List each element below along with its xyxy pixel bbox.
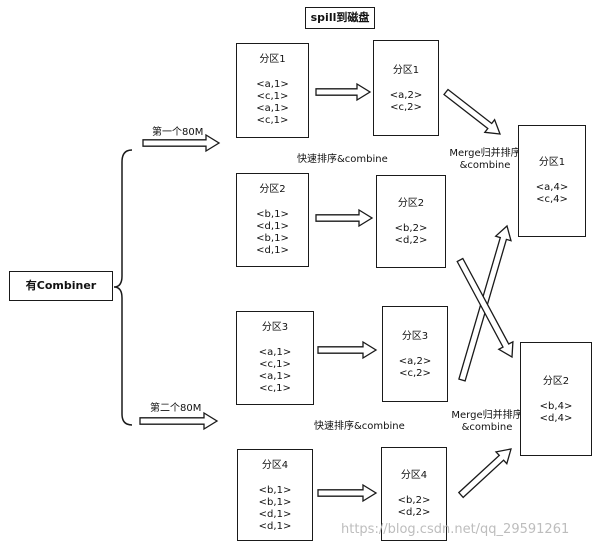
kv-item: <c,4>	[536, 194, 568, 205]
partition-combined-2: 分区2 <b,2> <d,2>	[376, 175, 446, 268]
kv-item: <c,1>	[256, 91, 289, 102]
partition-title: 分区4	[261, 460, 289, 471]
partition-title: 分区1	[392, 65, 420, 76]
kv-item: <c,1>	[259, 359, 291, 370]
kv-item: <d,1>	[258, 521, 292, 532]
kv-item: <c,1>	[259, 383, 291, 394]
kv-item: <d,4>	[539, 413, 573, 424]
partition-merged-1: 分区1 <a,4> <c,4>	[518, 125, 586, 237]
kv-item: <c,2>	[399, 368, 431, 379]
partition-initial-2: 分区2 <b,1> <d,1> <b,1> <d,1>	[236, 173, 309, 267]
arrow-sort-4	[317, 483, 378, 503]
kv-item: <a,1>	[256, 79, 289, 90]
kv-item: <b,1>	[256, 209, 289, 220]
kv-item: <b,4>	[539, 401, 573, 412]
kv-item: <a,2>	[398, 356, 432, 367]
kv-item: <d,1>	[258, 509, 292, 520]
watermark: https://blog.csdn.net/qq_29591261	[341, 522, 570, 537]
kv-item: <c,2>	[390, 102, 422, 113]
kv-item: <a,1>	[258, 347, 292, 358]
kv-item: <d,2>	[394, 235, 428, 246]
partition-initial-1: 分区1 <a,1> <c,1> <a,1> <c,1>	[236, 43, 309, 138]
sort-label-1: 快速排序&combine	[297, 154, 388, 165]
split-label-2: 第二个80M	[150, 403, 202, 414]
partition-title: 分区2	[397, 198, 425, 209]
partition-combined-4: 分区4 <b,2> <d,2>	[381, 447, 447, 541]
root-node: 有Combiner	[9, 271, 113, 301]
merge-label-2-line1: Merge归并排序	[451, 410, 523, 421]
partition-title: 分区3	[261, 322, 289, 333]
kv-item: <b,1>	[258, 497, 292, 508]
arrow-merge-2-2	[456, 257, 514, 359]
kv-item: <b,1>	[258, 485, 292, 496]
kv-item: <b,1>	[256, 233, 289, 244]
kv-item: <a,2>	[389, 90, 423, 101]
kv-item: <a,1>	[256, 103, 289, 114]
merge-label-2: Merge归并排序 &combine	[446, 410, 528, 434]
partition-title: 分区4	[400, 470, 428, 481]
split-label-1: 第一个80M	[152, 127, 204, 138]
kv-item: <d,1>	[256, 245, 289, 256]
kv-item: <a,4>	[535, 182, 569, 193]
merge-label-1: Merge归并排序 &combine	[444, 148, 526, 172]
kv-item: <c,1>	[256, 115, 289, 126]
partition-initial-4: 分区4 <b,1> <b,1> <d,1> <d,1>	[237, 449, 313, 541]
partition-combined-1: 分区1 <a,2> <c,2>	[373, 40, 439, 136]
partition-title: 分区3	[401, 331, 429, 342]
kv-item: <a,1>	[258, 371, 292, 382]
partition-merged-2: 分区2 <b,4> <d,4>	[520, 342, 592, 456]
partition-title: 分区1	[538, 157, 566, 168]
arrow-merge-1-1	[443, 88, 501, 135]
arrow-split-2	[139, 411, 219, 431]
arrow-split-1	[142, 133, 221, 153]
partition-combined-3: 分区3 <a,2> <c,2>	[382, 306, 448, 402]
partition-title: 分区2	[259, 184, 286, 195]
partition-title: 分区2	[542, 376, 570, 387]
arrow-merge-2-4	[457, 448, 512, 499]
merge-label-1-line1: Merge归并排序	[449, 148, 521, 159]
diagram-title: spill到磁盘	[305, 7, 375, 29]
partition-title: 分区1	[259, 54, 286, 65]
arrow-sort-1	[315, 82, 372, 102]
merge-label-1-line2: &combine	[459, 160, 511, 171]
kv-item: <d,1>	[256, 221, 289, 232]
partition-initial-3: 分区3 <a,1> <c,1> <a,1> <c,1>	[236, 311, 314, 405]
arrow-sort-2	[315, 208, 374, 228]
kv-item: <b,2>	[394, 223, 428, 234]
arrow-sort-3	[317, 340, 378, 360]
kv-item: <b,2>	[397, 495, 431, 506]
kv-item: <d,2>	[397, 507, 431, 518]
brace	[113, 149, 133, 426]
merge-label-2-line2: &combine	[461, 422, 513, 433]
sort-label-2: 快速排序&combine	[314, 421, 405, 432]
